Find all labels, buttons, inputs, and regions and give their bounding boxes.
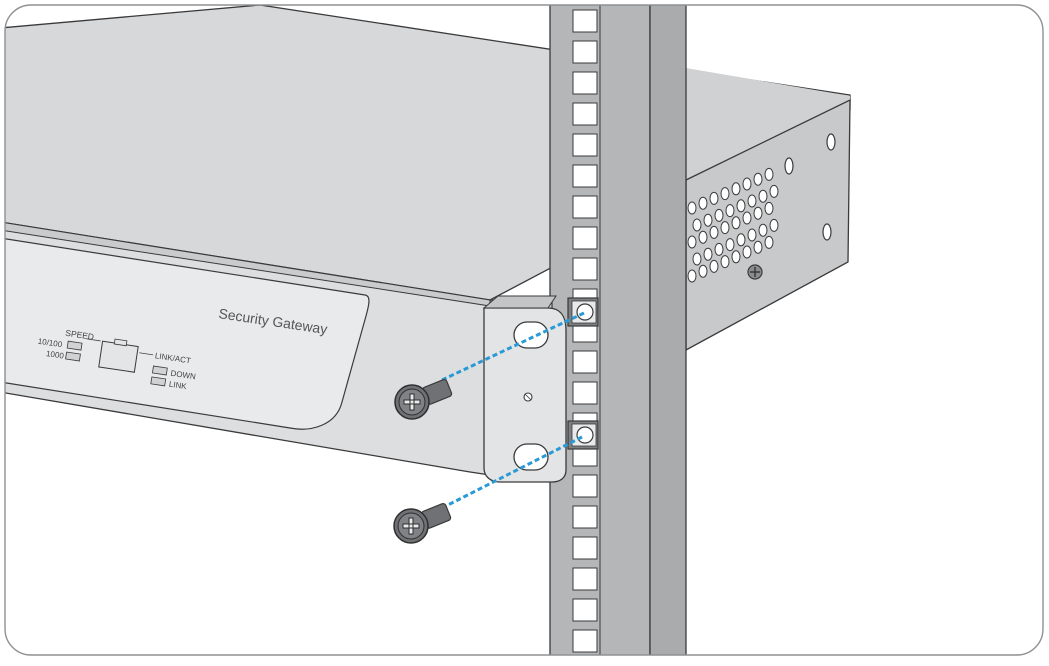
- speed-10-100-led: [66, 340, 83, 351]
- vent-hole: [742, 245, 752, 259]
- vent-hole: [709, 191, 719, 205]
- rail-hole: [572, 505, 598, 529]
- vent-hole: [720, 187, 730, 201]
- vent-hole: [742, 211, 752, 225]
- vent-hole: [703, 213, 713, 227]
- vent-hole: [742, 177, 752, 191]
- vent-hole: [731, 182, 741, 196]
- guide-line-lower: [441, 434, 585, 510]
- side-hole-1: [826, 133, 836, 151]
- cage-nut-icon: [567, 420, 599, 450]
- vent-hole: [758, 223, 768, 237]
- speed-leader: [86, 338, 101, 342]
- side-hole-3: [822, 223, 832, 241]
- vent-hole: [709, 259, 719, 273]
- rail-hole: [572, 381, 598, 405]
- rail-hole: [572, 629, 598, 653]
- link-act-leader: [139, 352, 154, 356]
- vent-hole: [692, 252, 702, 266]
- rail-hole: [572, 474, 598, 498]
- vent-hole: [769, 218, 779, 232]
- side-screw-icon: [747, 264, 763, 280]
- port-panel: SPEED 10/100 1000 LINK/ACT DOWN LINK: [37, 328, 197, 392]
- vent-hole: [687, 201, 697, 215]
- rail-hole: [572, 195, 598, 219]
- rail-hole: [572, 567, 598, 591]
- vent-hole: [687, 269, 697, 283]
- vent-hole: [731, 216, 741, 230]
- rail-hole: [572, 71, 598, 95]
- rail-hole: [572, 257, 598, 281]
- side-hole-2: [784, 157, 794, 175]
- vent-hole: [747, 228, 757, 242]
- vent-hole: [769, 184, 779, 198]
- vent-hole: [764, 167, 774, 181]
- vent-hole: [720, 221, 730, 235]
- vent-hole: [736, 199, 746, 213]
- vent-hole: [731, 250, 741, 264]
- rail-hole: [572, 226, 598, 250]
- speed-label: SPEED: [65, 328, 95, 342]
- vent-hole: [698, 264, 708, 278]
- down-label: DOWN: [170, 369, 197, 382]
- bracket-top-flange: [482, 295, 557, 309]
- rail-hole: [572, 102, 598, 126]
- vent-hole: [764, 235, 774, 249]
- vent-hole: [753, 240, 763, 254]
- rail-hole: [572, 350, 598, 374]
- ethernet-port-icon: [98, 338, 139, 373]
- vent-hole: [764, 201, 774, 215]
- bracket-slot-lower: [513, 443, 549, 471]
- vent-hole: [747, 194, 757, 208]
- speed-1000-label: 1000: [45, 349, 64, 361]
- mounting-bracket: [482, 295, 567, 483]
- link-label: LINK: [168, 380, 188, 392]
- vent-hole: [714, 242, 724, 256]
- speed-10-100-label: 10/100: [37, 337, 63, 350]
- vent-hole: [714, 208, 724, 222]
- down-led: [151, 365, 168, 376]
- chassis-top-edge: [686, 68, 850, 180]
- speed-1000-led: [65, 351, 81, 362]
- vent-hole: [725, 238, 735, 252]
- diagram-frame: [4, 4, 1044, 656]
- phillips-screw-icon: [394, 378, 453, 420]
- vent-hole: [753, 206, 763, 220]
- vent-grille: [687, 167, 779, 283]
- bracket-slot-upper: [513, 321, 549, 349]
- vent-hole: [725, 204, 735, 218]
- rail-hole: [572, 536, 598, 560]
- vent-hole: [698, 196, 708, 210]
- vent-hole: [692, 218, 702, 232]
- vent-hole: [720, 255, 730, 269]
- guide-line-upper: [441, 311, 585, 382]
- vent-hole: [736, 233, 746, 247]
- rail-hole: [572, 133, 598, 157]
- front-label-panel: [5, 237, 370, 430]
- rail-hole: [572, 598, 598, 622]
- vent-hole: [709, 225, 719, 239]
- rack-rail: [549, 5, 687, 655]
- vent-hole: [753, 172, 763, 186]
- vent-hole: [758, 189, 768, 203]
- phillips-screw-icon: [393, 502, 452, 544]
- vent-hole: [698, 230, 708, 244]
- bracket-small-hole-icon: [523, 392, 533, 402]
- rail-hole: [572, 164, 598, 188]
- vent-hole: [703, 247, 713, 261]
- rail-hole: [572, 40, 598, 64]
- link-led: [150, 376, 167, 387]
- vent-hole: [687, 235, 697, 249]
- rail-hole: [572, 9, 598, 33]
